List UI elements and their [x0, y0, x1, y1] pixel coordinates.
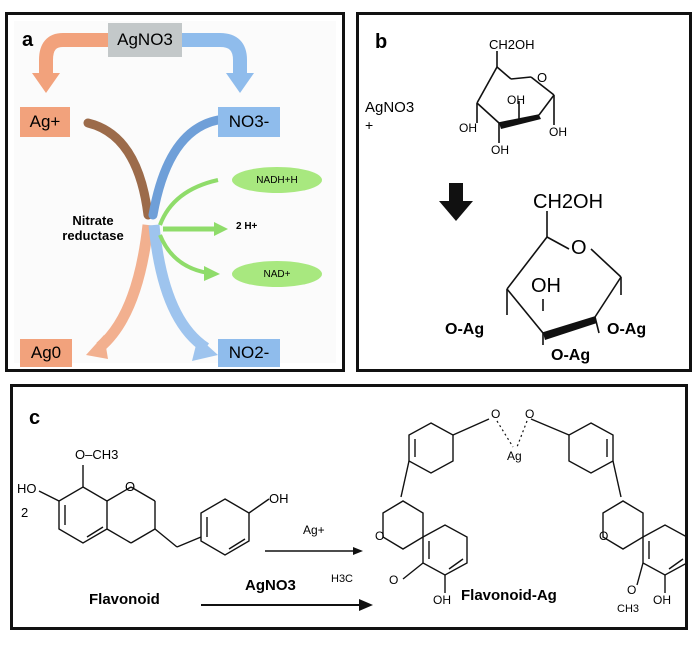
- arrowhead-ag: [32, 73, 60, 93]
- panel-a-label: a: [22, 29, 34, 51]
- nad-ellipse: NAD+: [232, 261, 322, 287]
- prod-o-methoxy-right: O: [627, 583, 637, 597]
- prod-h3c: H3C: [331, 573, 354, 585]
- prod-ring-o-right: O: [599, 529, 609, 543]
- panel-b-label: b: [375, 31, 388, 53]
- panel-b-glucose-reduction: b AgNO3 + CH2OH O OH OH OH OH CH2OH O OH…: [356, 12, 692, 372]
- arrowhead-no3: [226, 73, 254, 93]
- ag0-text: Ag0: [30, 343, 62, 362]
- panel-b-structures: [439, 51, 622, 345]
- ag0-box: Ag0: [20, 339, 72, 367]
- arrowhead-agno3: [359, 599, 373, 611]
- reagent-agno3: AgNO3: [245, 577, 296, 594]
- glucose-ch2oh: CH2OH: [489, 37, 535, 52]
- product-ring-o: O: [571, 237, 587, 259]
- panel-c-flavonoid-reduction: c O–CH3 HO 2 O OH Ag+ AgNO3 Flavonoid Fl…: [10, 384, 688, 630]
- arrow-agno3-to-ag: [39, 33, 108, 75]
- prod-ch3-right: CH3: [617, 603, 640, 615]
- glucose-oh-1: OH: [507, 93, 525, 107]
- agno3-box: AgNO3: [108, 23, 182, 57]
- product-ch2oh: CH2OH: [533, 191, 604, 213]
- flav-ring-o: O: [125, 479, 136, 494]
- arrow-agno3-to-no3: [180, 33, 247, 75]
- no2-text: NO2-: [228, 343, 270, 362]
- curve-to-ag0: [96, 224, 154, 352]
- prod-oh-left: OH: [433, 593, 451, 607]
- curve-nad: [158, 234, 209, 275]
- flavonoid-ag-label: Flavonoid-Ag: [461, 587, 557, 604]
- panel-a-arrows: [32, 33, 254, 361]
- no3-text: NO3-: [228, 112, 270, 131]
- reactant-plus: +: [365, 117, 374, 133]
- glucose-ring-o: O: [537, 70, 548, 85]
- prod-o-left: O: [491, 407, 501, 421]
- product-oag-3: O-Ag: [551, 347, 591, 364]
- flav-och3: O–CH3: [75, 447, 119, 462]
- agno3-text: AgNO3: [117, 30, 173, 49]
- nad-text: NAD+: [263, 268, 291, 280]
- enzyme-line1: Nitrate: [72, 213, 114, 228]
- reactant-agno3: AgNO3: [365, 99, 415, 116]
- curve-nadh: [158, 178, 219, 226]
- flav-ho: HO: [17, 481, 37, 496]
- product-oag-2: O-Ag: [607, 321, 647, 338]
- glucose-oh-2: OH: [459, 121, 477, 135]
- arrowhead-ag-plus: [353, 547, 363, 555]
- no2-box: NO2-: [218, 339, 280, 367]
- flavonoid-label: Flavonoid: [89, 591, 160, 608]
- arrowhead-ag0: [86, 335, 108, 359]
- flav-oh: OH: [269, 491, 289, 506]
- arrowhead-no2: [192, 337, 218, 361]
- arrowhead-nad: [204, 266, 220, 281]
- down-arrow-icon: [439, 183, 473, 221]
- no3-box: NO3-: [218, 107, 280, 137]
- nadh-text: NADH+H: [256, 174, 298, 186]
- product-oh: OH: [531, 275, 561, 297]
- glucose-oh-4: OH: [491, 143, 509, 157]
- glucose-oh-3: OH: [549, 125, 567, 139]
- curve-no3-blue: [148, 115, 223, 220]
- prod-oh-right: OH: [653, 593, 671, 607]
- ag-plus-text: Ag+: [29, 112, 61, 131]
- prod-ring-o-left: O: [375, 529, 385, 543]
- two-h-text: 2 H+: [236, 221, 258, 232]
- panel-a-nitrate-reductase: a AgNO3 Ag+ NO3- NADH+H Nitrate reductas…: [5, 12, 345, 372]
- curve-ag-brown: [83, 118, 153, 220]
- panel-c-structures: [38, 418, 688, 611]
- ag-plus-box: Ag+: [20, 107, 70, 137]
- prod-ag: Ag: [507, 449, 522, 463]
- panel-c-label: c: [29, 407, 41, 429]
- nadh-ellipse: NADH+H: [232, 167, 322, 193]
- product-oag-1: O-Ag: [445, 321, 485, 338]
- enzyme-line2: reductase: [62, 228, 124, 243]
- arrowhead-2h: [214, 222, 228, 236]
- enzyme-label: Nitrate reductase: [52, 213, 134, 243]
- flav-number: 2: [21, 505, 29, 520]
- prod-o-right: O: [525, 407, 535, 421]
- prod-o-methoxy-left: O: [389, 573, 399, 587]
- curve-to-no2: [148, 224, 210, 353]
- reagent-ag-plus: Ag+: [303, 523, 325, 537]
